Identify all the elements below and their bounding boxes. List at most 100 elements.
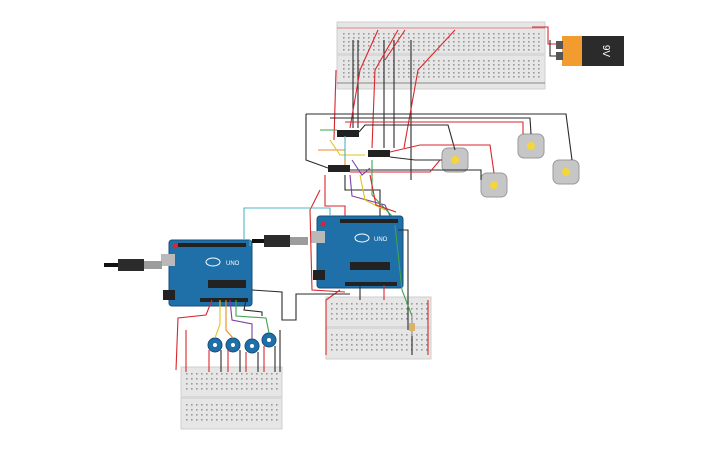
- breadboard-hole: [416, 308, 418, 310]
- breadboard-hole: [351, 303, 353, 305]
- breadboard-hole: [453, 64, 455, 66]
- breadboard-hole: [401, 344, 403, 346]
- breadboard-hole: [416, 334, 418, 336]
- breadboard-hole: [348, 33, 350, 35]
- breadboard-hole: [493, 68, 495, 70]
- breadboard-hole: [421, 334, 423, 336]
- breadboard-hole: [488, 41, 490, 43]
- breadboard-hole: [493, 60, 495, 62]
- motor-driver-chip-2[interactable]: [368, 150, 390, 157]
- breadboard-hole: [368, 45, 370, 47]
- breadboard-hole: [458, 37, 460, 39]
- breadboard-hole: [371, 349, 373, 351]
- breadboard-hole: [266, 419, 268, 421]
- breadboard-hole: [443, 33, 445, 35]
- breadboard-hole: [196, 373, 198, 375]
- breadboard-hole: [221, 383, 223, 385]
- arduino-uno-left[interactable]: UNO: [161, 239, 253, 307]
- breadboard-hole: [381, 349, 383, 351]
- microcontroller-chip: [208, 280, 246, 288]
- arduino-uno-right[interactable]: UNO: [311, 215, 404, 289]
- breadboard-hole: [408, 37, 410, 39]
- breadboard-hole: [231, 404, 233, 406]
- breadboard-hole: [343, 76, 345, 78]
- breadboard-hole: [463, 33, 465, 35]
- dc-motor-2[interactable]: [480, 172, 508, 198]
- motor-driver-chip-1[interactable]: [337, 130, 359, 137]
- usb-cable-left[interactable]: [104, 259, 162, 271]
- breadboard-bottom-left[interactable]: [180, 366, 283, 430]
- breadboard-hole: [448, 41, 450, 43]
- breadboard-hole: [256, 419, 258, 421]
- breadboard-hole: [428, 41, 430, 43]
- motor-driver-chip-3[interactable]: [328, 165, 350, 172]
- breadboard-hole: [331, 318, 333, 320]
- potentiometer-4[interactable]: [261, 332, 277, 348]
- breadboard-hole: [508, 41, 510, 43]
- breadboard-hole: [211, 378, 213, 380]
- breadboard-hole: [473, 41, 475, 43]
- breadboard-hole: [503, 72, 505, 74]
- breadboard-hole: [448, 76, 450, 78]
- breadboard-hole: [488, 45, 490, 47]
- breadboard-hole: [261, 388, 263, 390]
- breadboard-hole: [421, 308, 423, 310]
- reset-button[interactable]: [320, 221, 326, 227]
- breadboard-hole: [421, 349, 423, 351]
- breadboard-hole: [391, 339, 393, 341]
- breadboard-hole: [216, 409, 218, 411]
- dc-motor-4[interactable]: [552, 159, 580, 185]
- breadboard-hole: [488, 49, 490, 51]
- resistor[interactable]: [409, 316, 415, 336]
- breadboard-hole: [358, 60, 360, 62]
- breadboard-hole: [351, 344, 353, 346]
- potentiometer-1[interactable]: [207, 337, 223, 353]
- breadboard-hole: [528, 37, 530, 39]
- breadboard-hole: [236, 409, 238, 411]
- breadboard-hole: [433, 33, 435, 35]
- breadboard-hole: [421, 303, 423, 305]
- usb-cable-right[interactable]: [252, 235, 308, 247]
- breadboard-hole: [473, 45, 475, 47]
- breadboard-hole: [261, 409, 263, 411]
- breadboard-hole: [423, 33, 425, 35]
- breadboard-hole: [246, 409, 248, 411]
- breadboard-hole: [518, 41, 520, 43]
- battery-9v[interactable]: 9V: [556, 36, 624, 66]
- breadboard-hole: [373, 33, 375, 35]
- breadboard-hole: [458, 68, 460, 70]
- breadboard-hole: [453, 45, 455, 47]
- breadboard-hole: [528, 68, 530, 70]
- breadboard-hole: [398, 41, 400, 43]
- potentiometer-3[interactable]: [244, 338, 260, 354]
- breadboard-hole: [408, 68, 410, 70]
- breadboard-hole: [503, 45, 505, 47]
- breadboard-hole: [373, 37, 375, 39]
- breadboard-hole: [463, 68, 465, 70]
- breadboard-hole: [438, 49, 440, 51]
- breadboard-hole: [503, 64, 505, 66]
- breadboard-hole: [438, 68, 440, 70]
- motor-shaft: [527, 142, 535, 150]
- header-pins: [345, 282, 397, 286]
- breadboard-hole: [488, 37, 490, 39]
- dc-motor-1[interactable]: [441, 147, 469, 173]
- breadboard-hole: [378, 41, 380, 43]
- breadboard-hole: [438, 41, 440, 43]
- breadboard-hole: [373, 45, 375, 47]
- breadboard-hole: [478, 33, 480, 35]
- breadboard-hole: [408, 64, 410, 66]
- breadboard-hole: [386, 303, 388, 305]
- breadboard-top[interactable]: [336, 21, 546, 90]
- breadboard-hole: [513, 49, 515, 51]
- breadboard-bottom-right[interactable]: [325, 296, 432, 360]
- breadboard-hole: [426, 349, 428, 351]
- breadboard-hole: [368, 41, 370, 43]
- breadboard-hole: [428, 33, 430, 35]
- potentiometer-2[interactable]: [225, 337, 241, 353]
- breadboard-hole: [493, 49, 495, 51]
- dc-motor-3[interactable]: [517, 133, 545, 159]
- breadboard-hole: [261, 419, 263, 421]
- breadboard-hole: [386, 344, 388, 346]
- reset-button[interactable]: [172, 243, 178, 249]
